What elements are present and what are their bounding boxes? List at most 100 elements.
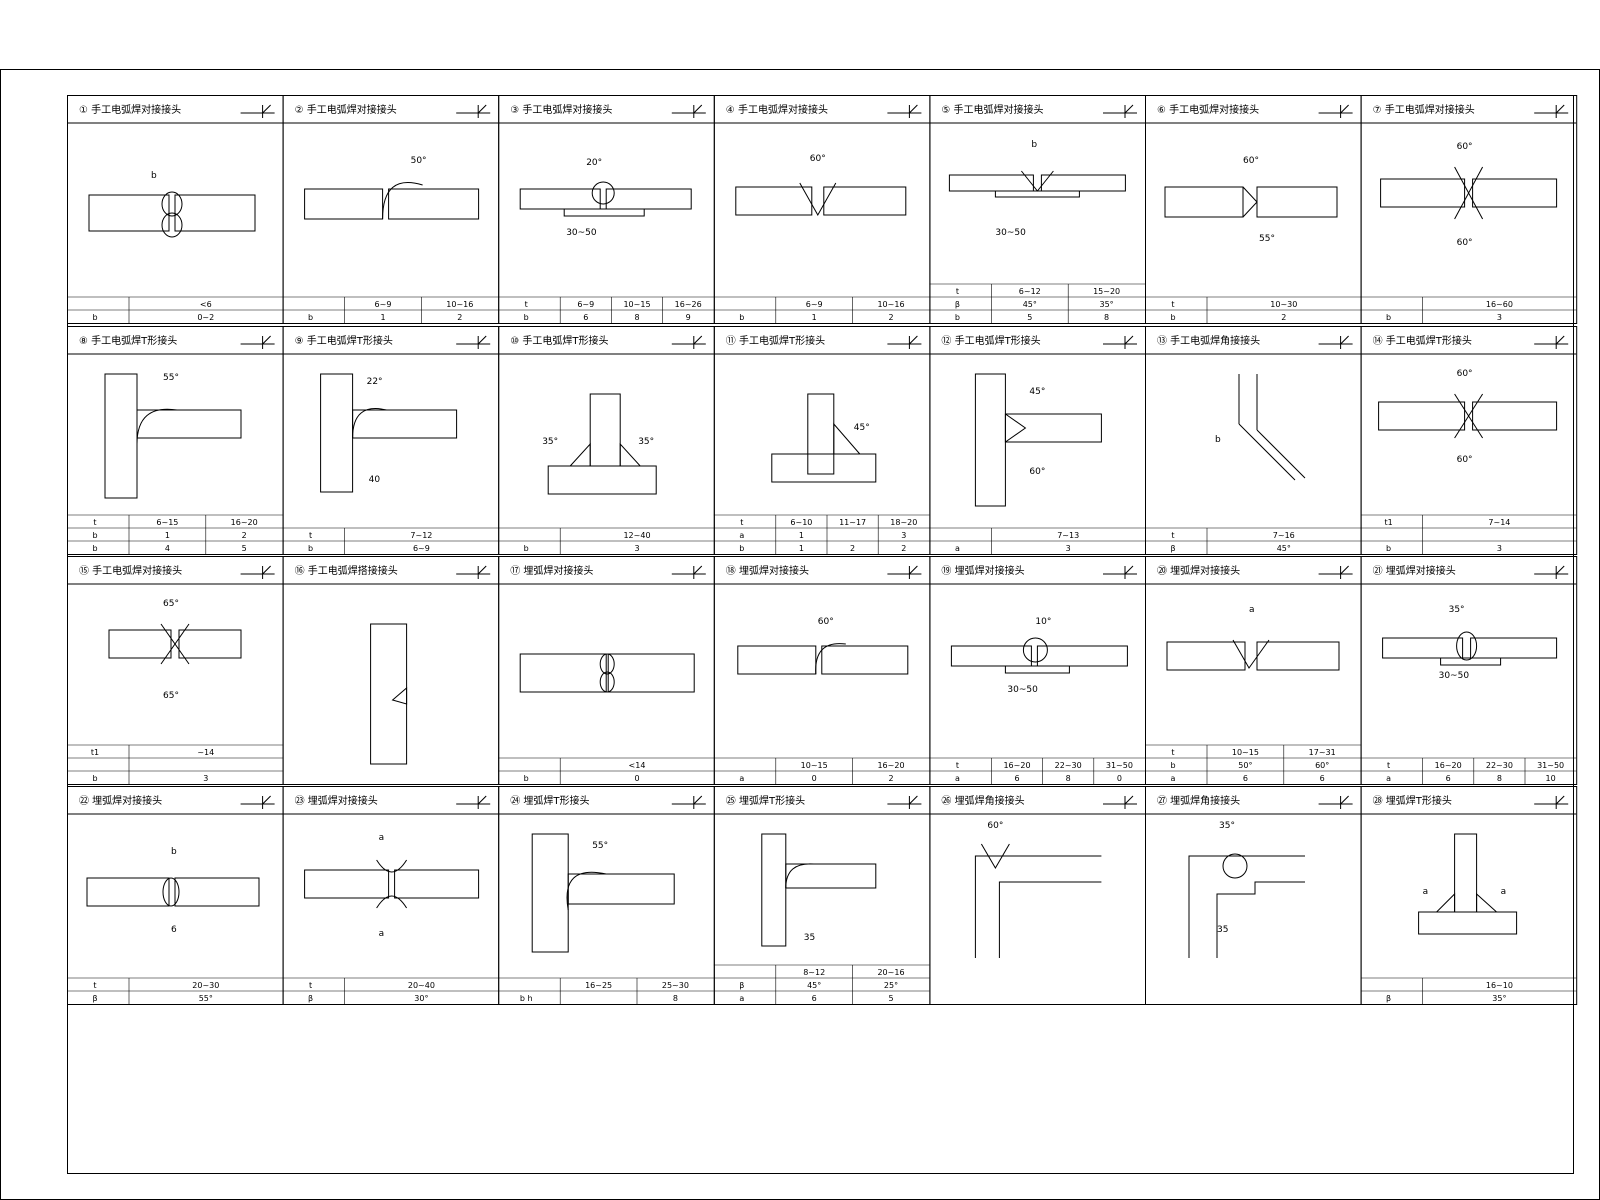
plate: [607, 653, 695, 693]
param-value: 35°: [1492, 994, 1506, 1003]
param-label: t: [1171, 748, 1174, 757]
dim-label: 30~50: [1439, 671, 1470, 681]
plate: [498, 326, 715, 555]
param-value: 16~60: [1486, 300, 1513, 309]
param-label: b: [524, 774, 529, 783]
path: [1476, 892, 1497, 913]
line: [477, 795, 487, 805]
param-value: 20~30: [192, 981, 219, 990]
path: [1454, 191, 1484, 220]
param-value: 16~26: [675, 300, 702, 309]
dim-label: 30~50: [1007, 685, 1038, 695]
param-value: 1: [380, 313, 385, 322]
param-label: t: [93, 981, 96, 990]
plate: [1040, 174, 1126, 192]
param-label: t: [525, 300, 528, 309]
param-value: 16~20: [877, 761, 904, 770]
param-value: 50°: [1238, 761, 1252, 770]
param-value: 6: [1243, 774, 1248, 783]
param-value: 3: [634, 544, 639, 553]
param-value: <6: [200, 300, 212, 309]
param-value: 60°: [1315, 761, 1329, 770]
param-value: 10~15: [623, 300, 650, 309]
dim-label: a: [1423, 887, 1429, 897]
param-value: 25°: [884, 981, 898, 990]
dim-label: 35°: [542, 437, 558, 447]
path: [1232, 639, 1270, 669]
joint-sketch: 45°60°: [974, 373, 1102, 507]
joint-sketch: [370, 623, 408, 765]
joint-sketch: 50°: [304, 156, 480, 220]
param-label: t: [740, 518, 743, 527]
param-value: 10: [1546, 774, 1556, 783]
line: [477, 104, 487, 114]
param-value: 8~12: [803, 968, 825, 977]
plate: [821, 645, 909, 675]
joint-cell: ㉗ 埋弧焊角接接头: [1145, 786, 1362, 1005]
path: [1454, 415, 1484, 439]
param-value: 3: [203, 774, 208, 783]
param-label: β: [955, 300, 960, 309]
param-value: 16~10: [1486, 981, 1513, 990]
path: [1021, 170, 1054, 192]
dim-label: 60°: [810, 154, 826, 164]
param-value: 3: [1497, 313, 1502, 322]
line: [1340, 104, 1349, 114]
weld-bead: [599, 653, 615, 675]
param-value: 2: [850, 544, 855, 553]
dim-label: 45°: [854, 423, 870, 433]
path: [160, 643, 190, 665]
dim-label: a: [379, 929, 385, 939]
plate: [88, 194, 170, 232]
joint-title: ⑯ 手工电弧焊搭接接头: [295, 564, 398, 577]
joint-title: ㉑ 埋弧焊对接接头: [1373, 564, 1456, 577]
joint-title: ㉕ 埋弧焊T形接头: [726, 794, 805, 807]
param-value: 15~20: [1093, 287, 1120, 296]
plate: [823, 186, 907, 216]
dim-label: a: [1501, 887, 1507, 897]
param-value: 16~20: [1003, 761, 1030, 770]
dim-label: 60°: [1243, 156, 1259, 166]
plate: [589, 393, 621, 467]
line: [1555, 335, 1565, 345]
param-label: b: [92, 774, 97, 783]
path: [833, 422, 861, 455]
line: [477, 565, 487, 575]
line: [909, 565, 918, 575]
dim-label: 60°: [1457, 369, 1473, 379]
param-value: 12~40: [623, 531, 650, 540]
joint-title: ④ 手工电弧焊对接接头: [726, 103, 828, 116]
param-value: <14: [629, 761, 646, 770]
joint-title: ⑬ 手工电弧焊角接接头: [1157, 334, 1260, 347]
param-value: 2: [1281, 313, 1286, 322]
dim-label: 35°: [1449, 605, 1465, 615]
path: [391, 686, 408, 705]
param-value: 5: [242, 544, 247, 553]
line: [1555, 795, 1565, 805]
param-value: 2: [457, 313, 462, 322]
path: [1242, 186, 1258, 218]
plate: [519, 653, 607, 693]
dim-label: 50°: [411, 156, 427, 166]
param-value: 10~16: [877, 300, 904, 309]
joint-title: ⑧ 手工电弧焊T形接头: [79, 334, 177, 347]
param-label: b: [739, 313, 744, 322]
path: [1454, 166, 1484, 195]
param-value: 5: [1027, 313, 1032, 322]
joint-title: ㉔ 埋弧焊T形接头: [510, 794, 589, 807]
path: [376, 895, 408, 909]
plate: [67, 556, 284, 785]
joint-sketch: 20°30~50: [519, 158, 692, 238]
param-value: 35°: [1100, 300, 1114, 309]
joint-sketch: 60°60°: [1378, 369, 1558, 465]
param-value: 8: [1104, 313, 1109, 322]
plate: [86, 877, 170, 907]
param-label: β: [739, 981, 744, 990]
dim-label: 55°: [1259, 234, 1275, 244]
param-value: 6: [812, 994, 817, 1003]
plate: [531, 833, 569, 953]
param-value: 11~17: [839, 518, 866, 527]
